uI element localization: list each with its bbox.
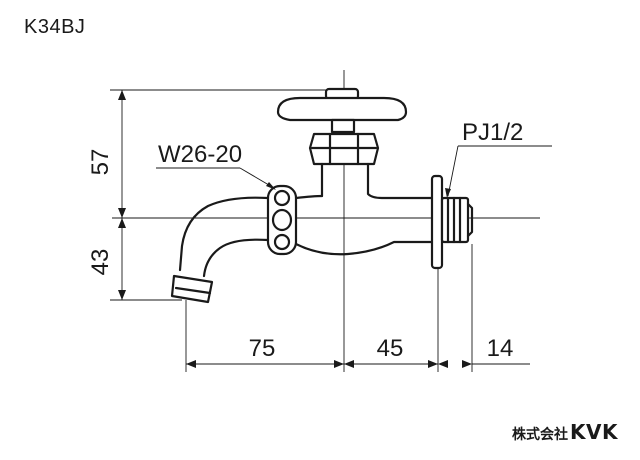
faucet-body bbox=[170, 87, 474, 304]
labels: W26-20 PJ1/2 57 43 75 45 14 bbox=[87, 119, 523, 362]
body-top-left bbox=[294, 194, 324, 200]
dim-43-arrow-top bbox=[118, 218, 126, 228]
connector-hole-2 bbox=[271, 208, 293, 232]
pj-leader bbox=[447, 145, 459, 197]
spout-inner bbox=[202, 238, 270, 278]
body-bottom bbox=[294, 240, 434, 256]
dim-75-arrow-left bbox=[186, 360, 196, 368]
neck-right bbox=[366, 162, 434, 200]
dim-45-arrow-left bbox=[344, 360, 354, 368]
dim-75-arrow-right bbox=[334, 360, 344, 368]
dim-75-text: 75 bbox=[249, 335, 276, 362]
brand-logo: 株式会社 KVK bbox=[512, 420, 618, 444]
brand-name: KVK bbox=[570, 420, 618, 444]
dim-43-arrow-bottom bbox=[118, 290, 126, 300]
connector-hole-3 bbox=[273, 233, 291, 251]
brand-prefix: 株式会社 bbox=[512, 427, 569, 443]
inlet-thread-label: PJ1/2 bbox=[462, 119, 523, 146]
handle-lever bbox=[276, 96, 408, 122]
w26-leader-arrow bbox=[266, 182, 276, 190]
dim-57-arrow-bottom bbox=[118, 208, 126, 218]
spout-tip-line bbox=[174, 286, 212, 295]
dim-45-arrow-right bbox=[428, 360, 438, 368]
dim-57-arrow-top bbox=[118, 90, 126, 100]
leaders bbox=[156, 145, 552, 198]
dim-14-arrow-left bbox=[438, 360, 448, 368]
pj-leader-arrow bbox=[445, 188, 451, 198]
spout-tip bbox=[170, 274, 214, 304]
connector-hole-1 bbox=[273, 189, 291, 207]
dim-43-text: 43 bbox=[87, 249, 114, 276]
thread-tip bbox=[466, 202, 474, 238]
spout-outer bbox=[178, 196, 270, 272]
outlet-size-label: W26-20 bbox=[158, 141, 242, 168]
outlet-connector bbox=[266, 184, 298, 256]
spindle bbox=[330, 118, 356, 134]
inlet-flange bbox=[430, 174, 444, 270]
dim-14-arrow-right bbox=[462, 360, 472, 368]
dim-14-text: 14 bbox=[487, 335, 514, 362]
dimension-lines bbox=[118, 90, 530, 368]
model-code: K34BJ bbox=[24, 16, 86, 38]
dim-57-text: 57 bbox=[87, 149, 114, 176]
dim-45-text: 45 bbox=[377, 335, 404, 362]
